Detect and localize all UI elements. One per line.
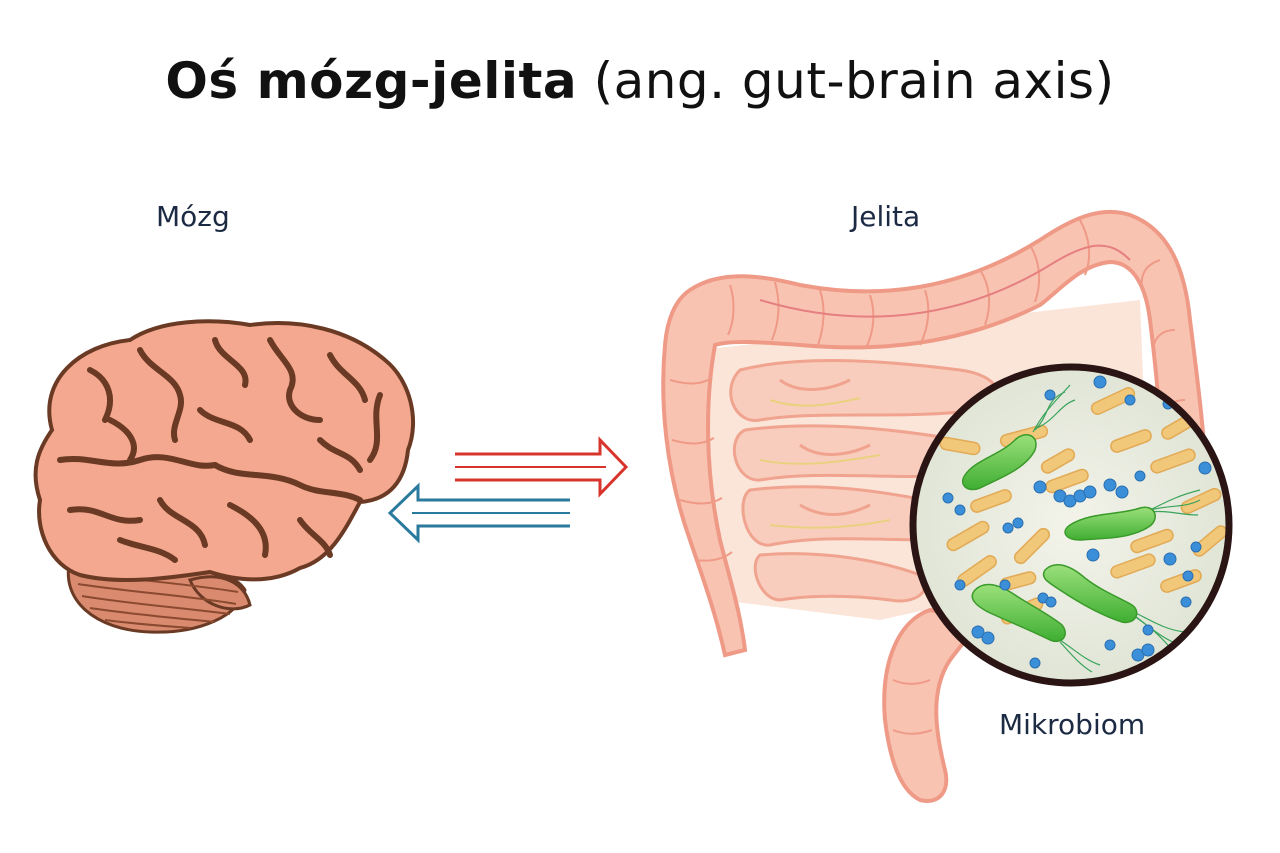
brain-label: Mózg	[156, 200, 230, 233]
brain-illustration	[33, 319, 416, 634]
microbiome-label: Mikrobiom	[999, 708, 1146, 741]
colon	[661, 209, 1209, 658]
rectum	[882, 607, 983, 803]
microbiome-lens	[909, 363, 1233, 687]
cocci-bacteria	[942, 375, 1212, 669]
diagram-title: Oś mózg-jelita (ang. gut-brain axis)	[0, 52, 1280, 110]
title-main: Oś mózg-jelita	[165, 52, 578, 110]
cerebrum	[33, 319, 416, 582]
gut-label: Jelita	[851, 200, 921, 233]
title-subtitle: (ang. gut-brain axis)	[593, 52, 1115, 110]
lens-ring	[909, 363, 1233, 687]
brain-sulci	[57, 337, 383, 563]
arrow-gut-to-brain	[387, 482, 570, 544]
green-bacteria	[961, 384, 1201, 673]
arrow-brain-to-gut	[455, 436, 629, 498]
